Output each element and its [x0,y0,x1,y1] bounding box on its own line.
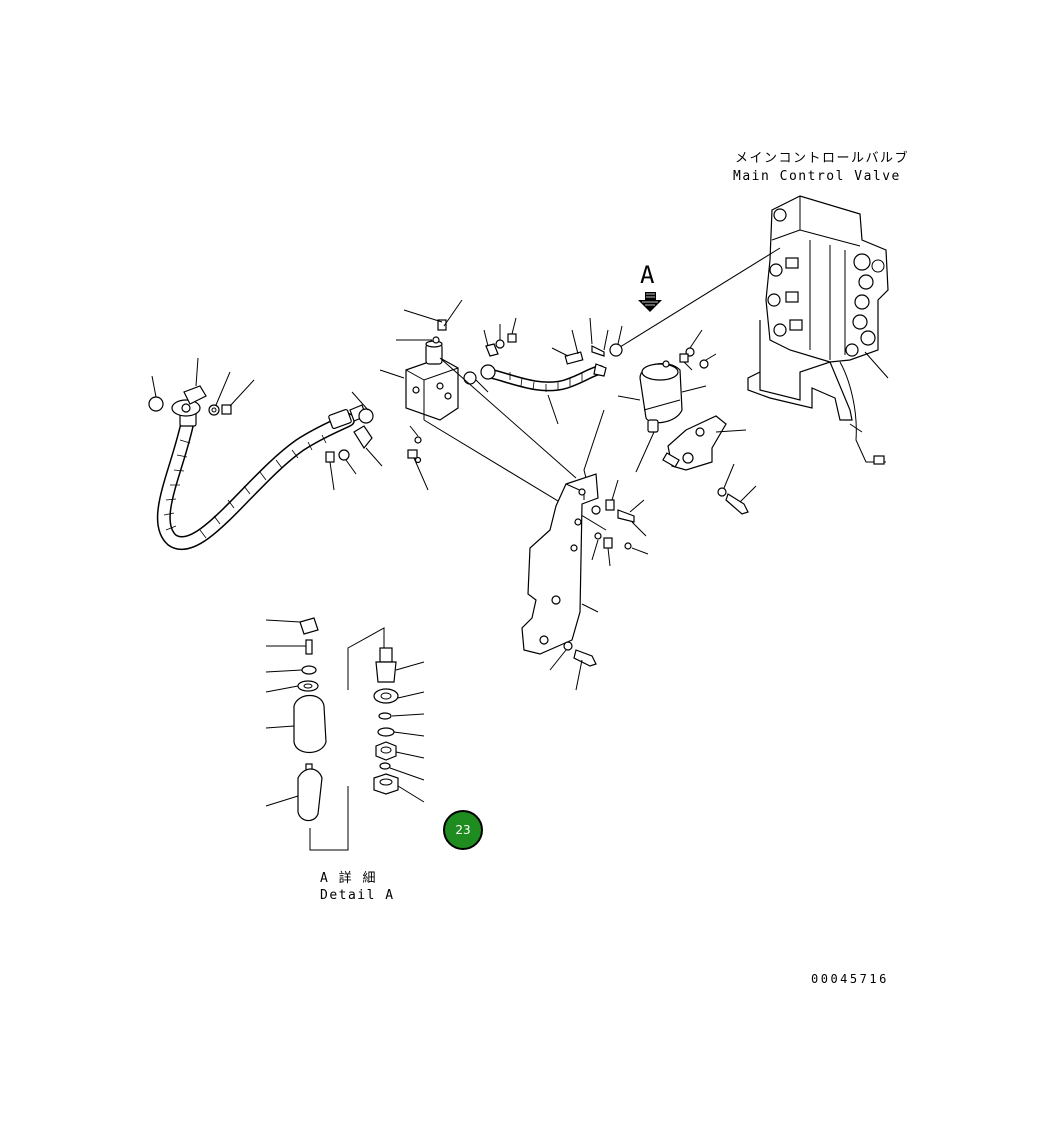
manifold-fittings [325,391,383,491]
main-control-valve [747,195,889,465]
accumulator-bracket [662,415,757,515]
badge-number: 23 [455,823,470,837]
mcv-label-jp: メインコントロールバルブ [735,150,909,166]
detail-a-right-stack [347,627,425,803]
drawing-number: 00045716 [811,972,889,986]
left-fittings [148,357,255,416]
mounting-bracket [521,473,649,691]
view-arrow-letter: A [640,261,655,289]
mcv-label-en: Main Control Valve [733,169,901,184]
detail-a-label-jp: A 詳 細 [320,870,377,886]
valve-manifold [379,299,489,491]
connection-line-mcv [611,247,781,353]
detail-a-left-stack [265,617,349,851]
connection-line-upper [439,357,577,479]
hose-left [156,399,367,550]
detail-a-label-en: Detail A [320,888,395,903]
accumulator [617,329,717,473]
badge-circle [443,810,483,850]
callout-badge[interactable]: 23 [443,810,483,850]
hose-upper [480,317,623,425]
view-arrow-a: A [638,261,662,312]
